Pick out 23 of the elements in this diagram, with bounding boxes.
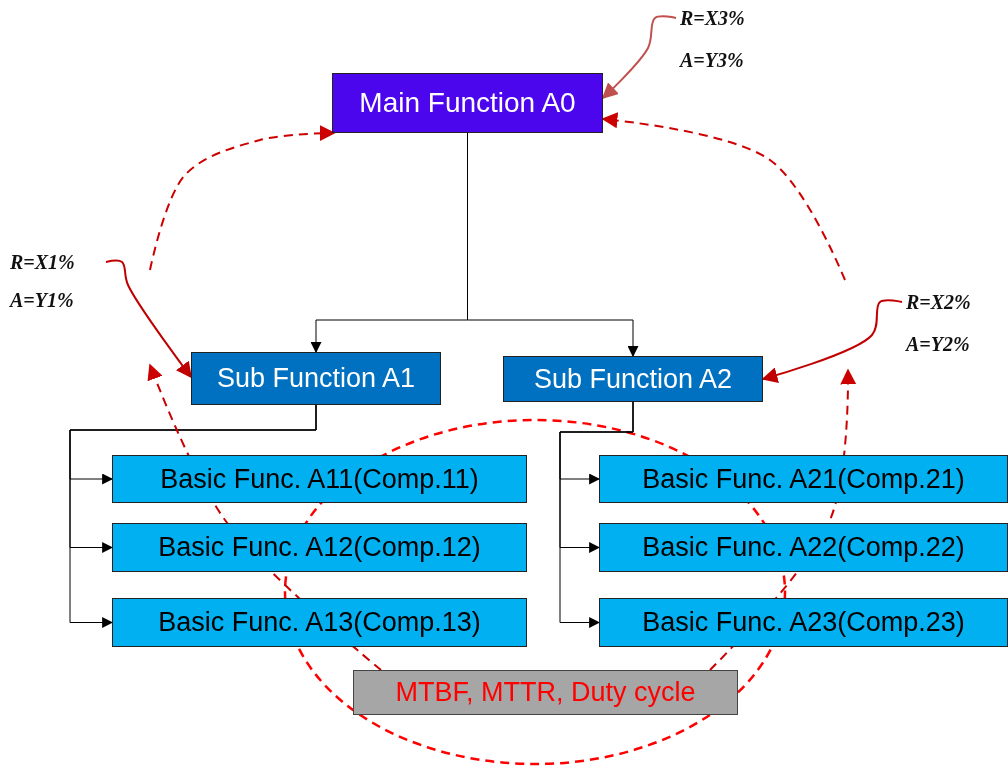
sub-function-box: Sub Function A1: [191, 352, 441, 405]
metrics-box: MTBF, MTTR, Duty cycle: [353, 670, 738, 715]
basic-function-box: Basic Func. A12(Comp.12): [112, 523, 527, 572]
main-function-box: Main Function A0: [332, 73, 603, 133]
leader-arrow: [601, 15, 677, 100]
reliability-note: A=Y3%: [680, 48, 744, 72]
dashed-arrow: [149, 125, 336, 271]
arrow: [559, 401, 634, 628]
basic-function-box: Basic Func. A21(Comp.21): [599, 455, 1008, 503]
basic-function-box: Basic Func. A23(Comp.23): [599, 598, 1008, 647]
sub-function-box: Sub Function A2: [503, 356, 763, 402]
reliability-note: A=Y1%: [10, 288, 74, 312]
basic-function-box: Basic Func. A11(Comp.11): [112, 455, 527, 503]
reliability-note: R=X1%: [10, 250, 75, 274]
basic-function-box: Basic Func. A13(Comp.13): [112, 598, 527, 647]
arrow: [69, 404, 317, 628]
dashed-arrow: [601, 112, 846, 281]
reliability-note: A=Y2%: [906, 332, 970, 356]
leader-arrow: [761, 299, 903, 383]
reliability-note: R=X2%: [906, 290, 971, 314]
leader-arrow: [105, 259, 192, 379]
reliability-note: R=X3%: [680, 6, 745, 30]
basic-function-box: Basic Func. A22(Comp.22): [599, 523, 1008, 572]
